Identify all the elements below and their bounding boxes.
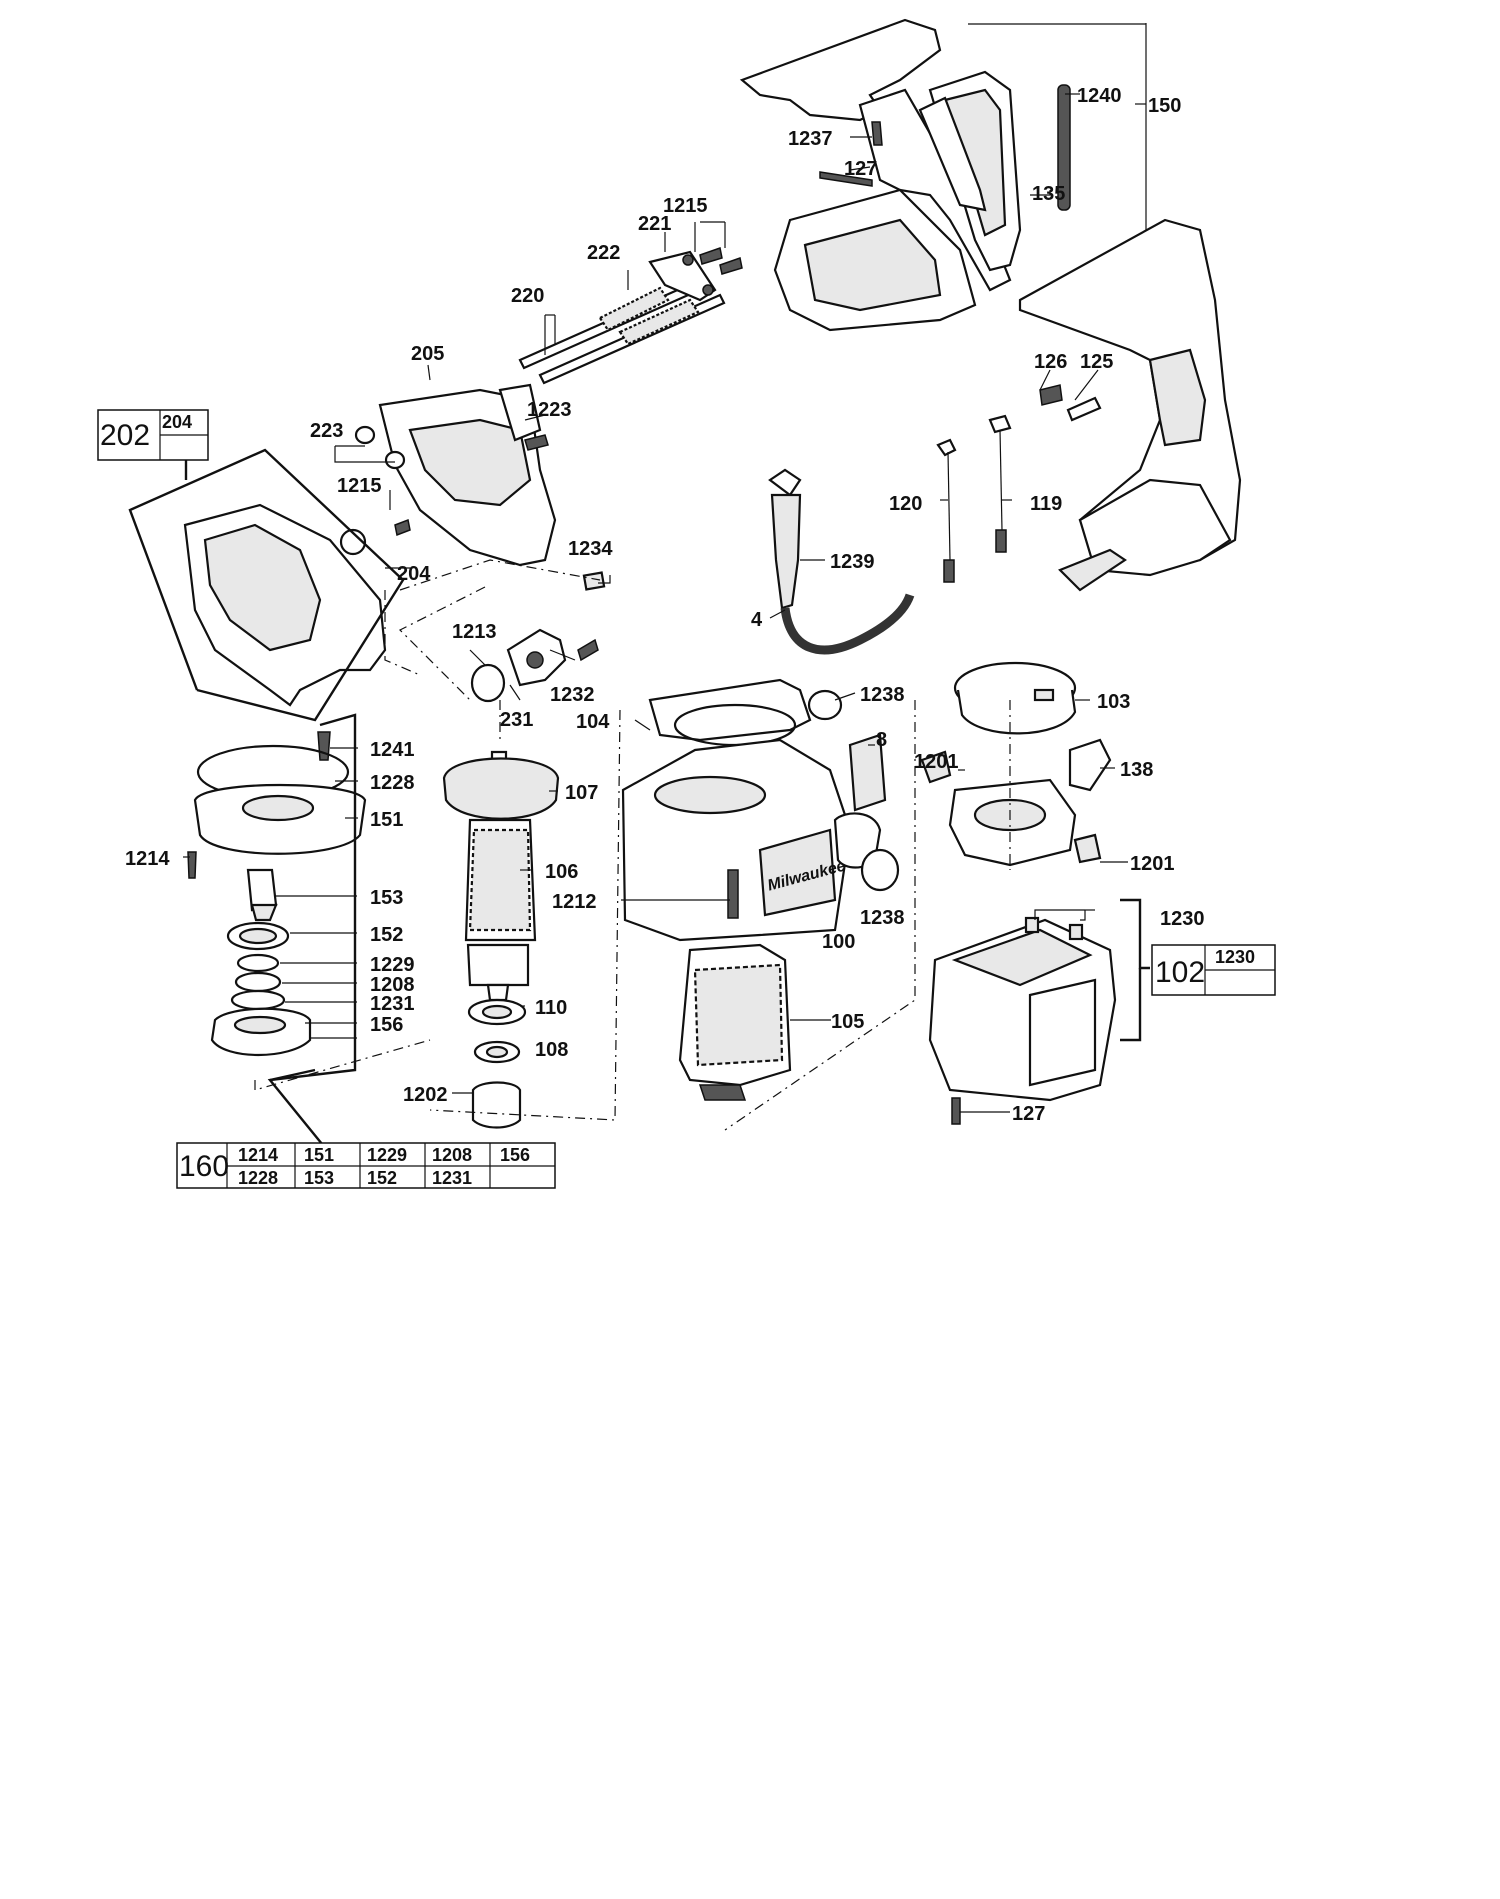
callout: 156 bbox=[370, 1014, 403, 1036]
kit-102-number: 102 bbox=[1155, 956, 1205, 989]
callout: 105 bbox=[831, 1011, 864, 1033]
callout: 110 bbox=[535, 997, 567, 1019]
callout: 125 bbox=[1080, 351, 1113, 373]
brackets bbox=[128, 448, 1150, 1161]
kit-102-part: 1230 bbox=[1215, 947, 1255, 967]
rod-1240 bbox=[1057, 84, 1071, 211]
callout: 1232 bbox=[550, 684, 595, 706]
callout: 1215 bbox=[663, 195, 708, 217]
callout: 1234 bbox=[568, 538, 613, 560]
cord-set-4 bbox=[768, 468, 915, 655]
callout: 231 bbox=[500, 709, 533, 731]
callout: 151 bbox=[370, 809, 403, 831]
kit-160-number: 160 bbox=[179, 1150, 229, 1183]
callout: 150 bbox=[1148, 95, 1181, 117]
washers-223 bbox=[354, 425, 549, 470]
callout: 1208 bbox=[370, 974, 415, 996]
callout: 1228 bbox=[370, 772, 415, 794]
kit-202-number: 202 bbox=[100, 419, 150, 452]
kit-160-cell: 1228 bbox=[238, 1168, 278, 1188]
spring-rods bbox=[518, 247, 743, 385]
callout: 220 bbox=[511, 285, 544, 307]
callout: 1201 bbox=[1130, 853, 1175, 875]
construction-lines bbox=[254, 559, 1011, 1131]
callout: 1223 bbox=[527, 399, 572, 421]
field-105 bbox=[678, 943, 792, 1101]
kit-160-cell: 156 bbox=[500, 1145, 530, 1165]
armature-106 bbox=[442, 750, 560, 1129]
callout: 1230 bbox=[1160, 908, 1205, 930]
callout: 100 bbox=[822, 931, 855, 953]
cords-119-120 bbox=[936, 414, 1012, 583]
callout: 104 bbox=[576, 711, 610, 733]
bearing-stack-left bbox=[187, 731, 367, 1056]
callout: 120 bbox=[889, 493, 922, 515]
callout: 1238 bbox=[860, 907, 905, 929]
kit-160-table: 160 1214 151 1229 1208 156 1228 153 152 … bbox=[176, 1142, 556, 1189]
small-parts-upper bbox=[470, 571, 606, 703]
callout: 222 bbox=[587, 242, 620, 264]
callout: 1215 bbox=[337, 475, 382, 497]
kit-160-cell: 1214 bbox=[238, 1145, 278, 1165]
callout: 152 bbox=[370, 924, 403, 946]
motor-housing-100: Milwaukee bbox=[621, 678, 900, 942]
callout: 223 bbox=[310, 420, 343, 442]
callout: 127 bbox=[1012, 1103, 1045, 1125]
callout: 106 bbox=[545, 861, 578, 883]
callout: 1212 bbox=[552, 891, 597, 913]
kit-160-cell: 1208 bbox=[432, 1145, 472, 1165]
kit-160-cell: 1229 bbox=[367, 1145, 407, 1165]
callout: 1214 bbox=[125, 848, 170, 870]
callout: 126 bbox=[1034, 351, 1067, 373]
callout: 138 bbox=[1120, 759, 1153, 781]
callout: 8 bbox=[876, 729, 887, 751]
gear-housing-204 bbox=[183, 503, 411, 707]
callout: 135 bbox=[1032, 183, 1065, 205]
callout-labels: 1215 221 222 220 205 1223 223 1215 204 1… bbox=[125, 85, 1205, 1125]
callout: 153 bbox=[370, 887, 403, 909]
kit-160-cell: 152 bbox=[367, 1168, 397, 1188]
brush-cover-102 bbox=[928, 916, 1117, 1125]
kit-160-cell: 1231 bbox=[432, 1168, 472, 1188]
brush-ring-103 bbox=[953, 661, 1077, 735]
callout: 1239 bbox=[830, 551, 875, 573]
kit-202-box: 202 204 bbox=[97, 409, 209, 461]
callout: 1231 bbox=[370, 993, 415, 1015]
callout: 1240 bbox=[1077, 85, 1122, 107]
callout: 127 bbox=[844, 158, 877, 180]
callout: 1229 bbox=[370, 954, 415, 976]
callout: 1201 bbox=[914, 751, 959, 773]
callout: 205 bbox=[411, 343, 444, 365]
callout: 108 bbox=[535, 1039, 568, 1061]
callout: 4 bbox=[751, 609, 763, 631]
callout: 1202 bbox=[403, 1084, 448, 1106]
kit-160-cell: 151 bbox=[304, 1145, 334, 1165]
callout: 1238 bbox=[860, 684, 905, 706]
kit-160-cell: 153 bbox=[304, 1168, 334, 1188]
callout: 221 bbox=[638, 213, 671, 235]
callout: 204 bbox=[397, 563, 431, 585]
kit-202-part: 204 bbox=[162, 412, 192, 432]
callout: 1213 bbox=[452, 621, 497, 643]
callout: 1237 bbox=[788, 128, 833, 150]
handle-assembly bbox=[739, 18, 1242, 592]
gear-case-cover-205 bbox=[378, 383, 557, 567]
kit-102-box: 102 1230 bbox=[1151, 944, 1276, 996]
callout: 1241 bbox=[370, 739, 415, 761]
leader-lines bbox=[183, 23, 1147, 1113]
callout: 107 bbox=[565, 782, 598, 804]
callout: 119 bbox=[1030, 493, 1062, 515]
callout: 103 bbox=[1097, 691, 1130, 713]
